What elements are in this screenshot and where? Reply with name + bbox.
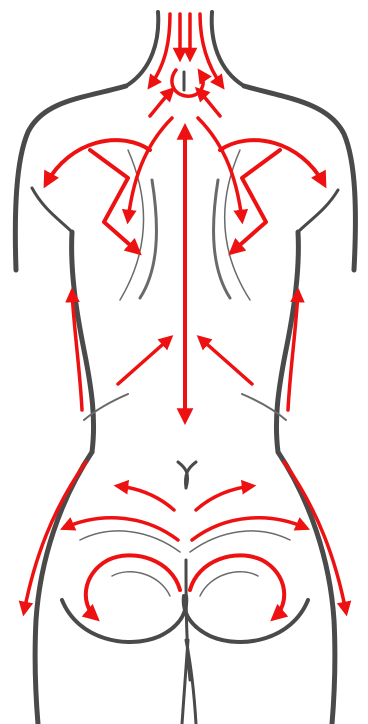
right-hip-down-arrow [284, 462, 346, 612]
left-hip-leg [35, 452, 92, 724]
right-hip-leg [278, 452, 335, 724]
upper-right-start [198, 90, 220, 116]
massage-arrows [24, 14, 346, 618]
neck-left-line [126, 12, 158, 86]
right-underarm [298, 190, 338, 232]
left-buttock-circle-arrow [86, 555, 180, 618]
mid-left-arrow [118, 338, 170, 384]
lower-right-arrow-upper [196, 486, 252, 510]
right-buttock-guide [200, 572, 258, 596]
right-blade-line [214, 180, 230, 298]
sacrum-mark [178, 462, 196, 488]
mid-right-arrow [200, 338, 252, 384]
lower-left-arrow-lower [64, 518, 178, 540]
right-inner-leg [182, 640, 188, 724]
left-hip-down-arrow [24, 462, 86, 612]
lower-right-guide [190, 531, 290, 552]
upper-left-start [150, 90, 172, 116]
left-underarm [32, 188, 72, 232]
left-shoulder-arc [46, 140, 150, 184]
lower-left-guide [80, 531, 180, 552]
right-buttock-circle-arrow [190, 555, 284, 618]
lower-right-arrow-lower [192, 518, 306, 540]
left-buttock [62, 596, 186, 642]
right-buttock [184, 596, 308, 642]
upper-right-arrow [198, 118, 242, 220]
left-buttock-guide [112, 572, 170, 596]
lower-left-arrow-upper [118, 486, 174, 510]
